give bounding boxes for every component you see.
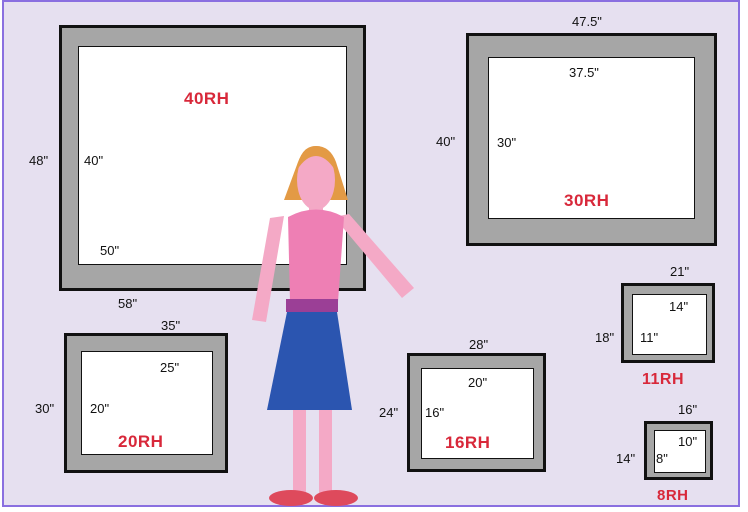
- frame-30rh-inner-width: 37.5": [569, 65, 599, 80]
- frame-size-comparison: 40RH 48" 40" 50" 58" 47.5" 37.5" 40" 30"…: [2, 0, 740, 507]
- frame-20rh: [64, 333, 228, 473]
- frame-16rh-outer-height: 24": [379, 405, 399, 420]
- frame-30rh-outer-width: 47.5": [572, 14, 602, 29]
- frame-16rh-outer-width: 28": [469, 337, 489, 352]
- figure-hair-top: [297, 146, 335, 170]
- woman-figure: [252, 146, 414, 506]
- frame-30rh-inner-height: 30": [497, 135, 517, 150]
- figure-right-shoe: [314, 490, 358, 506]
- frame-8rh-outer-height: 14": [616, 451, 636, 466]
- frame-30rh-outer-height: 40": [436, 134, 456, 149]
- frame-16rh-picture-area: [421, 368, 534, 459]
- frame-11rh-inner-width: 14": [669, 299, 689, 314]
- frame-8rh-picture-area: [654, 430, 706, 473]
- figure-right-arm: [334, 214, 414, 298]
- figure-shirt: [288, 209, 344, 302]
- frame-11rh: [621, 283, 715, 363]
- frame-11rh-name: 11RH: [642, 371, 685, 388]
- figure-belt: [286, 299, 338, 312]
- frame-11rh-picture-area: [632, 294, 707, 355]
- frame-30rh-picture-area: [488, 57, 695, 219]
- frame-8rh-name: 8RH: [657, 487, 689, 504]
- frame-30rh-name: 30RH: [564, 191, 610, 210]
- frame-30rh: [466, 33, 717, 246]
- figure-right-leg: [319, 410, 332, 494]
- frame-8rh-outer-width: 16": [678, 402, 698, 417]
- frame-20rh-outer-width: 35": [161, 318, 181, 333]
- frame-40rh-outer-width: 58": [118, 296, 138, 311]
- figure-left-arm: [252, 216, 284, 322]
- frame-40rh-inner-height: 40": [84, 153, 104, 168]
- frame-16rh-inner-width: 20": [468, 375, 488, 390]
- frame-16rh-name: 16RH: [445, 433, 491, 452]
- frame-40rh-name: 40RH: [184, 89, 230, 108]
- frame-8rh-inner-height: 8": [656, 451, 668, 466]
- frame-20rh-picture-area: [81, 351, 213, 455]
- frame-8rh: [644, 421, 713, 480]
- frame-8rh-inner-width: 10": [678, 434, 698, 449]
- frame-40rh-inner-width: 50": [100, 243, 120, 258]
- figure-skirt: [267, 312, 352, 410]
- frame-16rh-inner-height: 16": [425, 405, 445, 420]
- frame-16rh: [407, 353, 546, 472]
- frame-40rh-outer-height: 48": [29, 153, 49, 168]
- frame-11rh-inner-height: 11": [640, 330, 659, 345]
- frame-20rh-inner-height: 20": [90, 401, 110, 416]
- frame-20rh-outer-height: 30": [35, 401, 55, 416]
- frame-11rh-outer-height: 18": [595, 330, 615, 345]
- frame-11rh-outer-width: 21": [670, 264, 690, 279]
- frame-20rh-name: 20RH: [118, 432, 164, 451]
- figure-head: [297, 150, 335, 210]
- frame-20rh-inner-width: 25": [160, 360, 180, 375]
- figure-left-leg: [293, 410, 306, 494]
- figure-left-shoe: [269, 490, 313, 506]
